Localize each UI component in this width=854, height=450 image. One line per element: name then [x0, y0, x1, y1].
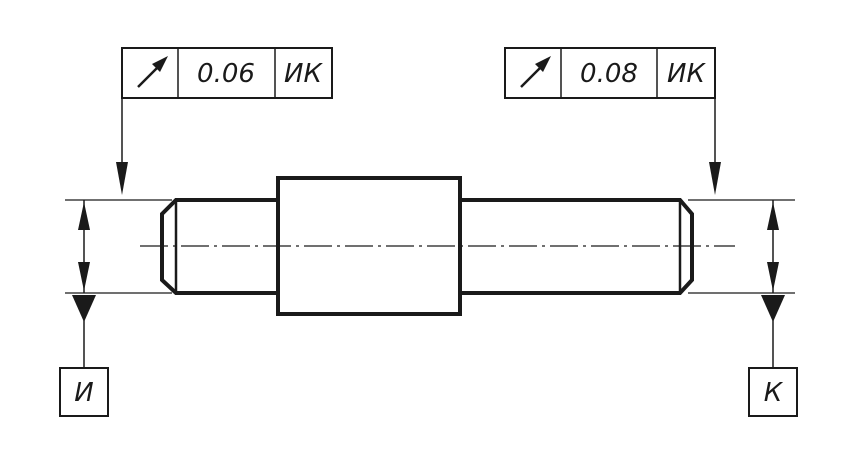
left-frame-datums: ИК — [284, 59, 323, 89]
left-frame-border — [121, 47, 333, 99]
left-feature-control-frame: 0.06 ИК — [116, 47, 333, 195]
left-runout-arrow-icon — [137, 56, 168, 88]
right-runout-arrow-icon — [520, 56, 551, 88]
right-datum-symbol: К — [748, 295, 798, 417]
right-leader-arrowhead — [709, 162, 721, 195]
shaft-part — [140, 176, 735, 316]
left-datum-box — [59, 367, 109, 417]
right-datum-letter: К — [764, 378, 784, 408]
right-datum-triangle — [761, 295, 785, 322]
left-journal-outline — [160, 198, 278, 295]
right-journal-outline — [460, 198, 694, 295]
extension-lines — [65, 199, 795, 294]
left-datum-symbol: И — [59, 295, 109, 417]
right-datum-box — [748, 367, 798, 417]
left-datum-triangle — [72, 295, 96, 322]
right-diameter-dimension — [767, 200, 779, 293]
left-leader-arrowhead — [116, 162, 128, 195]
right-feature-control-frame: 0.08 ИК — [504, 47, 721, 195]
right-frame-tolerance: 0.08 — [580, 59, 638, 89]
left-diameter-dimension — [78, 200, 90, 293]
left-datum-letter: И — [74, 378, 93, 408]
right-frame-datums: ИК — [667, 59, 706, 89]
left-frame-tolerance: 0.06 — [197, 59, 255, 89]
right-frame-border — [504, 47, 716, 99]
